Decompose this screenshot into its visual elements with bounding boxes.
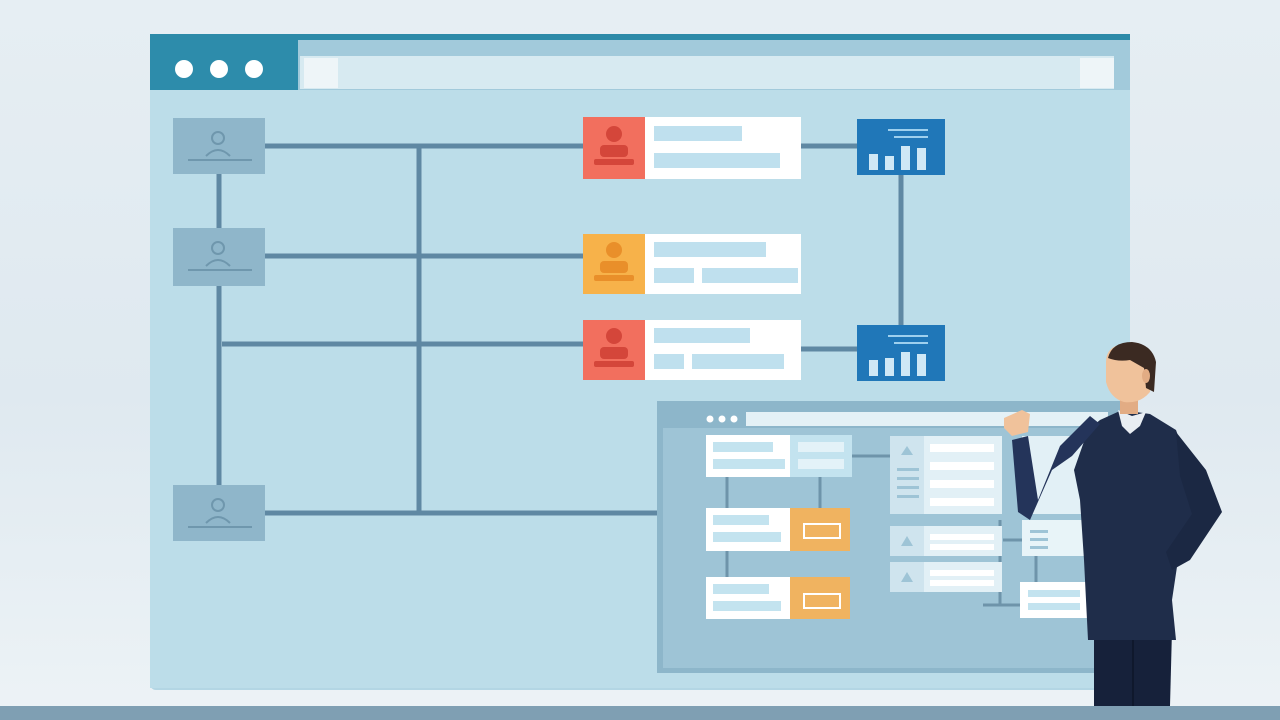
card-text-line [654,242,766,257]
document-icon [901,572,913,582]
bar-chart-icon [869,146,926,170]
address-bar-right-cap [1080,58,1114,88]
window-dot-icon[interactable] [706,415,714,423]
user-icon [594,126,634,165]
employee-card-red[interactable] [583,117,801,179]
person-node-icon [188,131,252,161]
floor-strip [0,706,1280,720]
card-text-line [654,328,750,343]
jacket [1074,410,1200,640]
bar-chart-icon [869,352,926,376]
window-dot-icon[interactable] [210,60,228,78]
document-icon [901,536,913,546]
title-bar-accent [150,34,1130,40]
person-node[interactable] [173,485,265,541]
report-panel[interactable] [857,119,945,175]
person-node-icon [188,241,252,271]
window-dot-icon[interactable] [245,60,263,78]
secondary-browser-window [657,401,1127,673]
document-icon [897,446,919,498]
user-icon [594,242,634,281]
right-arm [1166,432,1222,570]
window-dot-icon[interactable] [175,60,193,78]
businessman-figure [1004,342,1222,706]
address-bar-left-cap [304,58,338,88]
pointing-arm [1012,416,1100,520]
report-panel[interactable] [857,325,945,381]
card-text-line [654,354,684,369]
document-panel[interactable] [890,562,1002,592]
card-text-line [692,354,784,369]
document-panel[interactable] [890,526,1002,556]
pointing-hand [1004,410,1030,436]
window-dot-icon[interactable] [718,415,726,423]
user-icon [594,328,634,367]
person-node-icon [188,498,252,528]
hair [1108,342,1156,392]
secondary-address-bar[interactable] [746,412,1108,426]
mini-card[interactable] [706,577,850,619]
shirt-collar [1118,410,1146,434]
card-text-line [654,126,742,141]
employee-card-red[interactable] [583,320,801,380]
ear [1142,369,1150,383]
card-text-line [654,268,694,283]
card-text-line [654,153,780,168]
mini-card[interactable] [706,435,852,477]
document-panel[interactable] [890,436,1002,514]
employee-card-orange[interactable] [583,234,801,294]
org-chart-connectors [216,143,904,516]
address-bar[interactable] [300,56,1114,89]
window-dot-icon[interactable] [730,415,738,423]
person-node[interactable] [173,228,265,286]
mini-card[interactable] [706,508,850,551]
card-text-line [702,268,798,283]
person-node[interactable] [173,118,265,174]
